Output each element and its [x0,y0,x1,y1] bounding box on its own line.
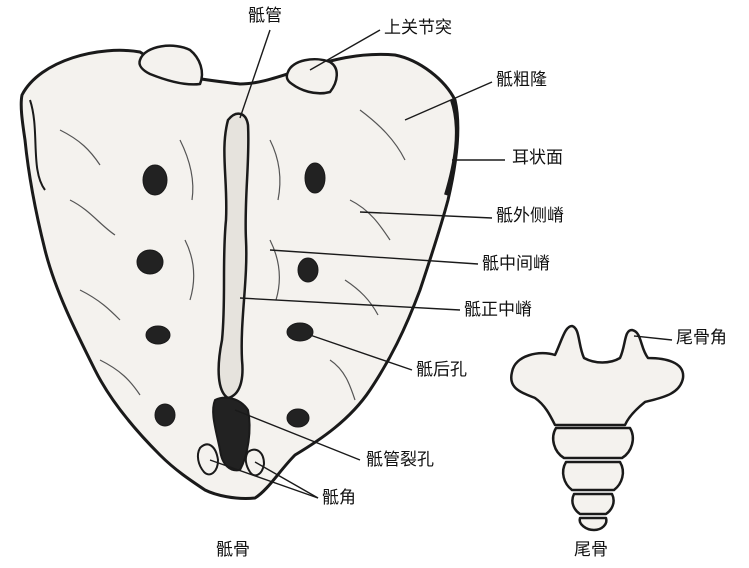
label-median-sacral-crest: 骶正中嵴 [464,302,532,319]
label-coccygeal-cornu: 尾骨角 [676,330,727,347]
coccyx-segment-3 [563,462,623,490]
posterior-foramen-left-4 [155,404,175,426]
posterior-foramen-right-3 [287,323,313,341]
label-intermediate-sacral-crest: 骶中间嵴 [482,256,550,273]
posterior-foramen-right-4 [287,409,309,427]
coccyx-base [511,326,683,425]
label-lateral-sacral-crest: 骶外侧嵴 [496,208,564,225]
label-posterior-sacral-foramen: 骶后孔 [416,362,467,379]
coccyx-tip [580,518,607,530]
coccyx-drawing [511,326,683,530]
posterior-foramen-right-1 [305,163,325,193]
posterior-foramen-left-3 [146,326,170,344]
caption-coccyx: 尾骨 [574,542,608,559]
posterior-foramen-right-2 [298,258,318,282]
label-sacral-tuberosity: 骶粗隆 [496,72,547,89]
caption-sacrum: 骶骨 [216,542,250,559]
posterior-foramen-left-2 [137,250,163,274]
coccyx-segment-2 [553,428,633,458]
label-superior-articular-process: 上关节突 [384,20,452,37]
label-auricular-surface: 耳状面 [512,150,563,167]
sacrum-drawing [21,46,458,499]
label-sacral-cornu: 骶角 [322,490,356,507]
label-sacral-hiatus: 骶管裂孔 [366,452,434,469]
coccyx-segment-4 [572,494,613,514]
posterior-foramen-left-1 [143,165,167,195]
label-sacral-canal: 骶管 [248,8,282,25]
